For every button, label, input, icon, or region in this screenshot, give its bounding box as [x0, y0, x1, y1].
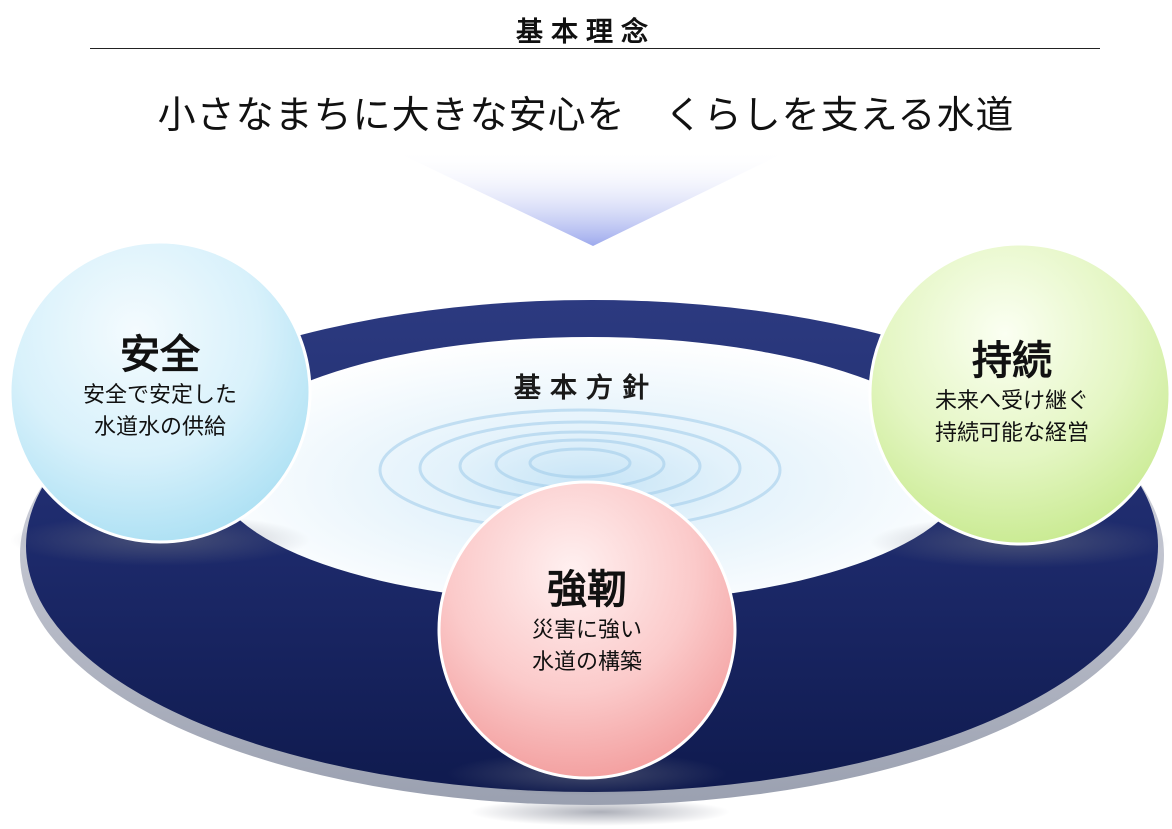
pillar-title: 安全: [120, 332, 200, 378]
pillar-description-line: 安全で安定した: [82, 383, 237, 408]
down-arrow-icon: [392, 150, 790, 246]
pillar-title: 持続: [972, 338, 1052, 384]
sustainability-circle: [868, 242, 1172, 546]
resilience-circle: [437, 480, 737, 780]
pillar-description-line: 水道の構築: [531, 650, 642, 675]
pillar-safety: 安全 安全で安定した 水道水の供給: [30, 330, 290, 444]
safety-circle: [8, 240, 312, 544]
pillar-description-line: 災害に強い: [531, 618, 642, 643]
pillar-description-line: 水道水の供給: [93, 415, 226, 440]
header-title: 基本理念: [516, 17, 656, 48]
water-surface: [212, 337, 968, 603]
pillar-description-line: 未来へ受け継ぐ: [934, 389, 1089, 414]
pillar-resilience: 強靭 災害に強い 水道の構築: [457, 565, 717, 679]
pillar-title: 強靭: [547, 567, 627, 613]
ring-shadow: [470, 798, 730, 826]
header-divider: [90, 48, 1100, 49]
policy-label: 基本方針: [514, 373, 658, 404]
philosophy-statement: 小さなまちに大きな安心を くらしを支える水道: [157, 93, 1015, 137]
pillar-description-line: 持続可能な経営: [934, 421, 1089, 446]
pillar-sustainability: 持続 未来へ受け継ぐ 持続可能な経営: [878, 336, 1146, 450]
